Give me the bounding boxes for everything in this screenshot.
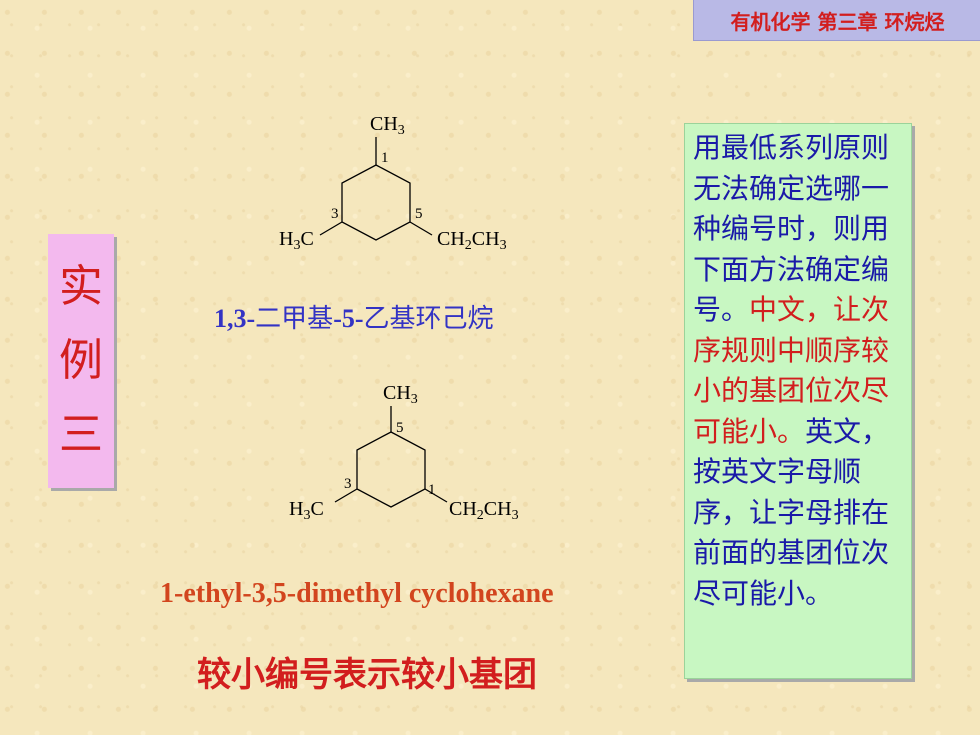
note-rule-chinese: 中文，让次序规则中顺序较小的基团位次尽可能小。: [693, 293, 890, 448]
s2-left-group: H3C: [289, 498, 324, 523]
name-chinese: 1,3-二甲基-5-乙基环己烷: [214, 298, 494, 335]
explanation-note: 用最低系列原则无法确定选哪一种编号时，则用下面方法确定编号。中文，让次序规则中顺…: [684, 123, 912, 679]
name-chinese-loc2: -5-: [333, 304, 364, 333]
example-char-1: 实: [59, 261, 103, 312]
s2-right-group: CH2CH3: [449, 498, 519, 523]
example-label: 实 例 三: [48, 234, 114, 488]
name-chinese-sub2: 乙基环己烷: [363, 304, 494, 334]
s1-num-5: 5: [415, 206, 423, 222]
note-rule-english: 英文，按英文字母顺序，让字母排在前面的基团位次尽可能小。: [693, 414, 890, 610]
s2-num-3: 3: [344, 476, 352, 492]
chapter-banner: 有机化学 第三章 环烷烃: [693, 0, 980, 41]
s2-top-group: CH3: [383, 382, 418, 407]
conclusion-text: 较小编号表示较小基团: [197, 655, 537, 695]
name-english: 1-ethyl-3,5-dimethyl cyclohexane: [160, 578, 554, 609]
example-char-2: 例: [59, 335, 103, 386]
s1-num-1: 1: [381, 150, 389, 166]
name-chinese-loc1: 1,3-: [214, 304, 256, 333]
name-chinese-sub1: 二甲基: [255, 304, 334, 334]
s1-num-3: 3: [331, 206, 339, 222]
note-rule-intro: 用最低系列原则无法确定选哪一种编号时，则用下面方法确定编号。: [693, 131, 890, 326]
s2-num-5: 5: [396, 420, 404, 436]
s1-right-group: CH2CH3: [437, 228, 507, 253]
s2-num-1: 1: [428, 482, 436, 498]
example-char-3: 三: [59, 409, 103, 460]
